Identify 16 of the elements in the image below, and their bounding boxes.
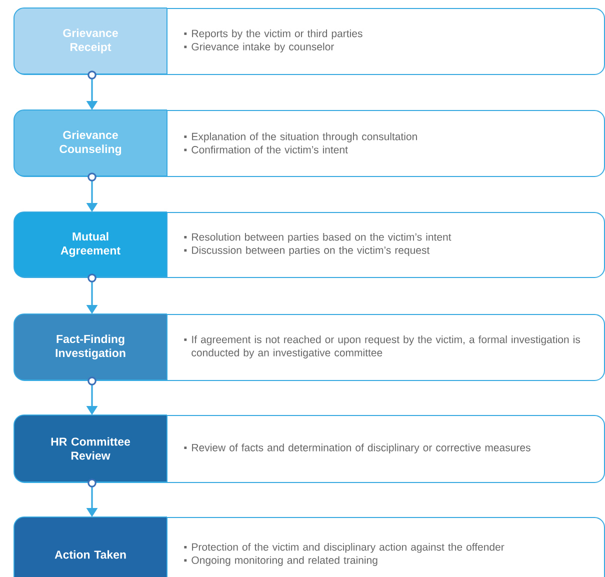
- bullet-item: Resolution between parties based on the victim’s intent: [184, 233, 452, 243]
- bullet-item: Protection of the victim and disciplinary action against the offender: [184, 543, 504, 553]
- step-box: Mutual Agreement: [14, 212, 168, 278]
- bullet-item: Explanation of the situation through consultation: [184, 132, 417, 142]
- bullet-item: If agreement is not reached or upon request by the victim, a formal investigation is conducted by an investigative committee: [184, 336, 580, 358]
- bullet-item: Discussion between parties on the victim’s request: [184, 246, 430, 256]
- step-box: Action Taken: [14, 516, 168, 577]
- step-box: Grievance Receipt: [14, 8, 168, 74]
- bullet-item: Confirmation of the victim’s intent: [184, 146, 348, 154]
- step-box: Grievance Counseling: [14, 110, 168, 176]
- bullet-item: Review of facts and determination of disciplinary or corrective measures: [184, 444, 530, 454]
- bullet-item: Grievance intake by counselor: [184, 42, 334, 52]
- step-box: HR Committee Review: [14, 414, 168, 482]
- bullet-item: Ongoing monitoring and related training: [184, 556, 378, 566]
- step-box: Fact-Finding Investigation: [14, 314, 168, 380]
- bullet-item: Reports by the victim or third parties: [184, 30, 362, 40]
